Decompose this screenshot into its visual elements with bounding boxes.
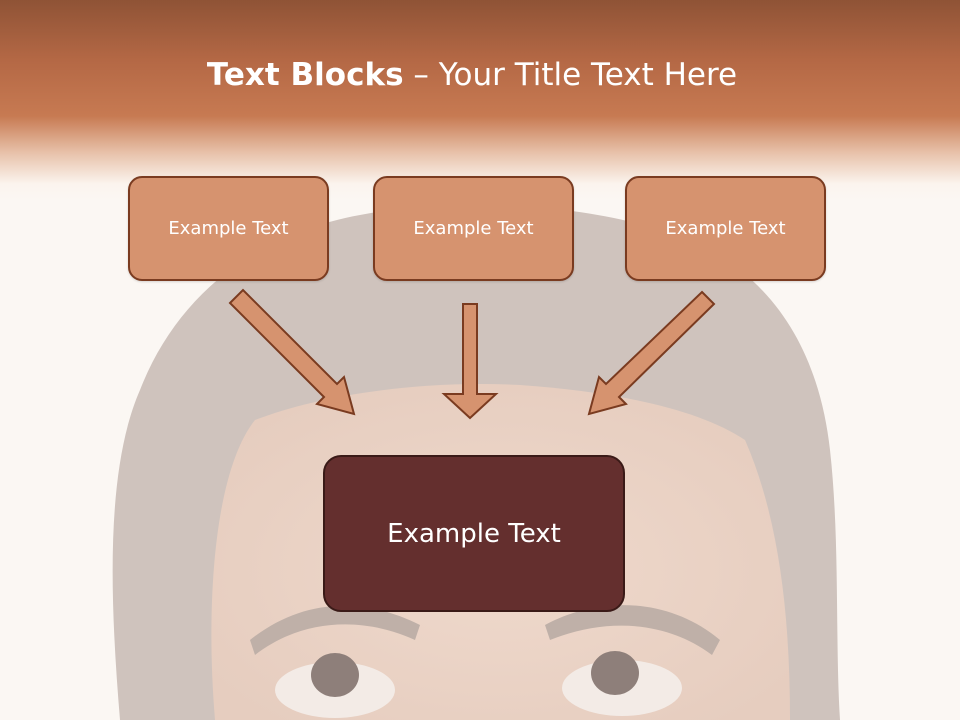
title-separator: –: [403, 57, 439, 93]
title-rest: Your Title Text Here: [438, 57, 738, 93]
slide-title: Text Blocks – Your Title Text Here: [0, 52, 944, 98]
header-band: [0, 0, 960, 200]
title-bold: Text Blocks: [206, 57, 404, 93]
main-text-block[interactable]: Example Text: [323, 455, 625, 612]
text-block-1[interactable]: Example Text: [128, 176, 329, 281]
text-block-2[interactable]: Example Text: [373, 176, 574, 281]
text-block-3[interactable]: Example Text: [625, 176, 826, 281]
